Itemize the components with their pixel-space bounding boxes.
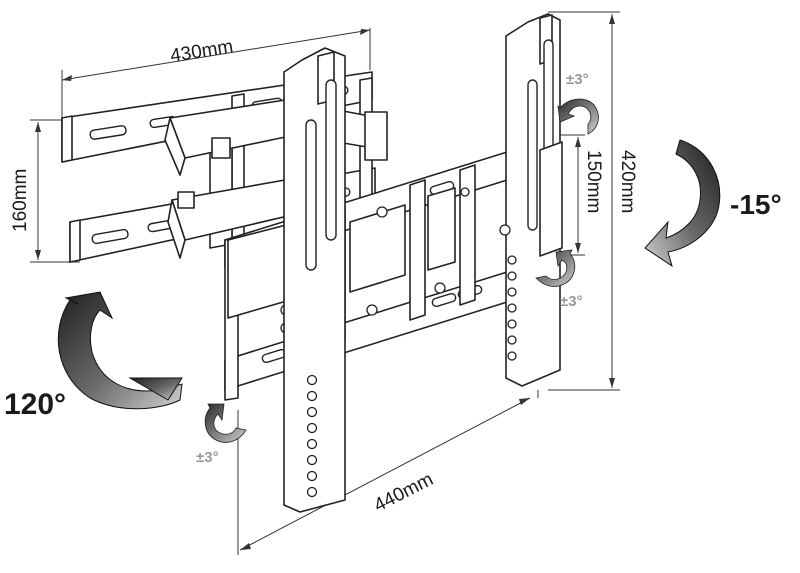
- level-angle-bottom-left: ±3°: [196, 449, 219, 466]
- level-rotate-icon: [535, 249, 576, 287]
- dimension-lines: [30, 11, 620, 555]
- swivel-angle-label: 120°: [4, 388, 66, 421]
- wall-height-label: 160mm: [10, 169, 31, 232]
- wall-width-label: 430mm: [169, 36, 235, 67]
- level-angle-top-right: ±3°: [566, 71, 589, 88]
- tv-inner-height-label: 150mm: [583, 150, 604, 213]
- tilt-arrow-icon: [644, 139, 721, 268]
- tilt-angle-label: -15°: [730, 189, 782, 220]
- level-angle-mid-right: ±3°: [560, 293, 583, 310]
- level-rotate-icon: [557, 98, 599, 135]
- tv-height-label: 420mm: [617, 150, 638, 213]
- tv-bracket: [224, 13, 563, 513]
- swivel-arrow-icon: [57, 291, 183, 410]
- level-rotate-icon: [204, 403, 247, 443]
